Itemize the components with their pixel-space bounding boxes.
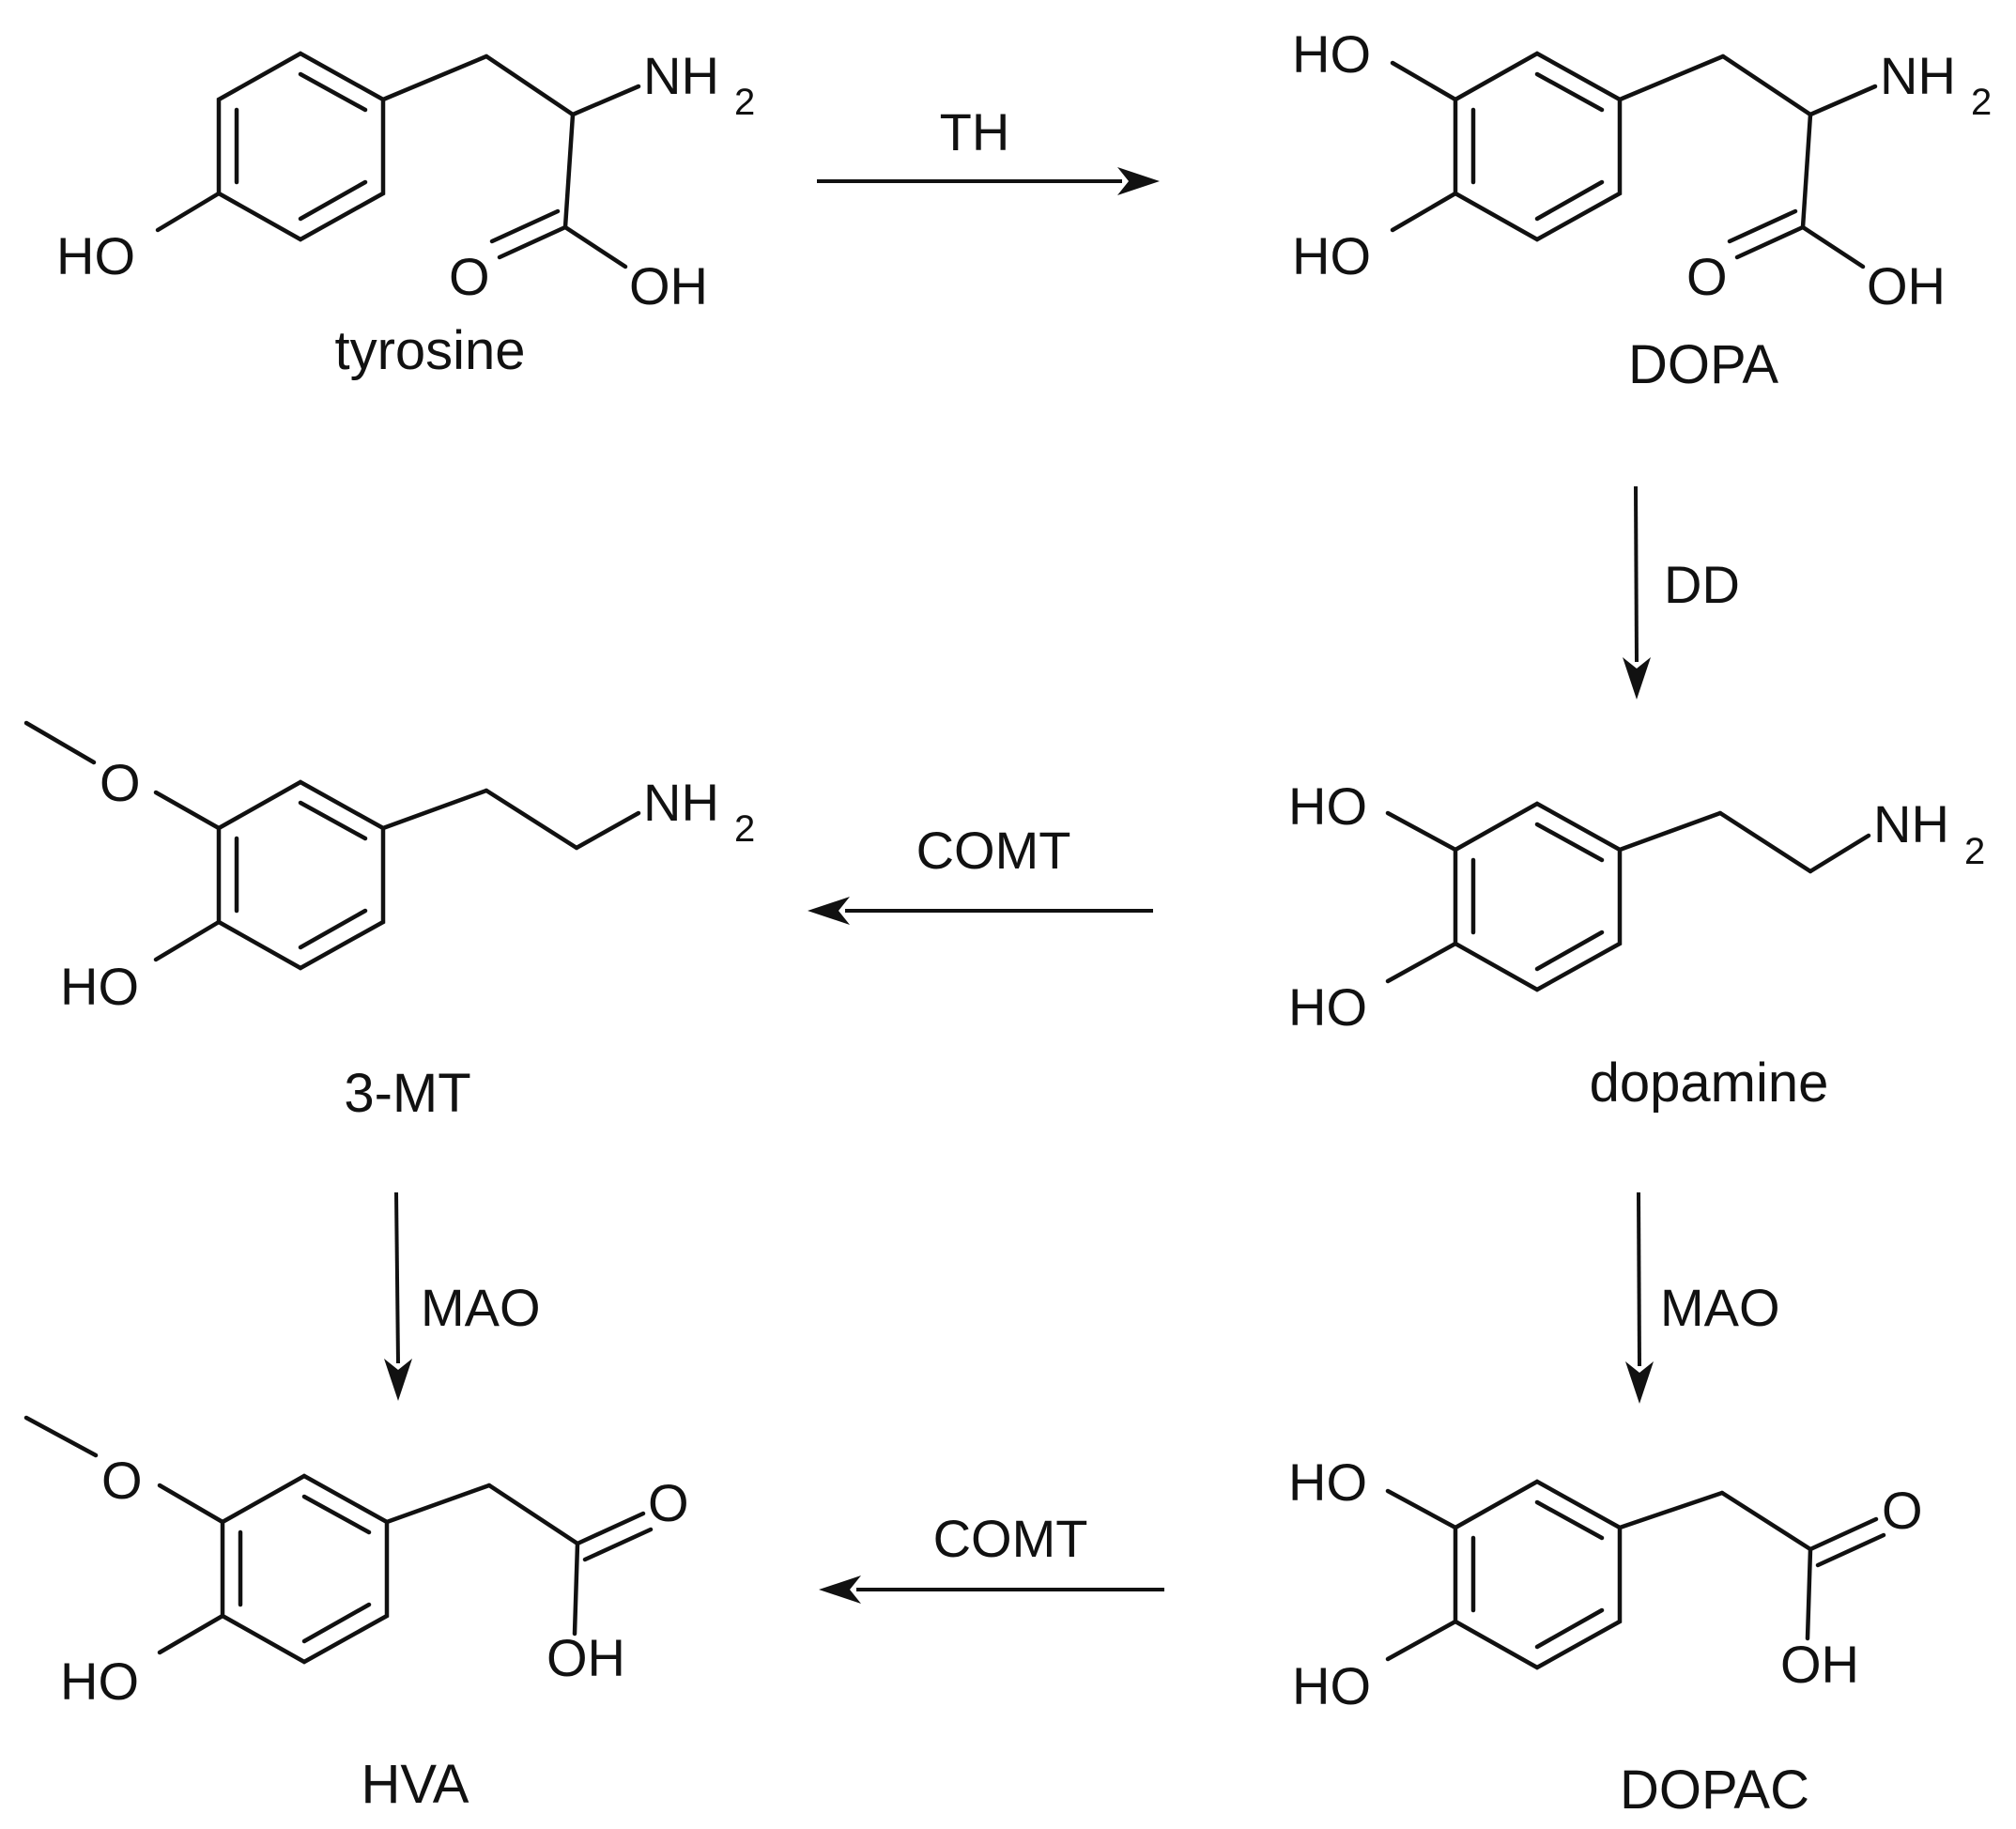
label-methoxy-o: O xyxy=(101,1451,143,1510)
enzyme-label-mao-right: MAO xyxy=(1660,1278,1780,1337)
label-ho: HO xyxy=(60,1652,139,1711)
label-methoxy-o: O xyxy=(100,753,141,812)
label-oh: OH xyxy=(1867,256,1946,315)
label-carbonyl-o: O xyxy=(1686,247,1728,306)
label-carbonyl-o: O xyxy=(449,247,490,306)
enzyme-label-mao-left: MAO xyxy=(421,1278,541,1337)
label-ho-bottom: HO xyxy=(1288,977,1367,1037)
compound-dopamine: HO HO NH 2 dopamine xyxy=(1288,776,1985,1114)
enzyme-label-comt-lower: COMT xyxy=(933,1509,1088,1568)
label-nh2-subscript: 2 xyxy=(734,82,755,123)
compound-name-dopamine: dopamine xyxy=(1590,1053,1829,1114)
compound-tyrosine: HO NH 2 O OH tyrosine xyxy=(56,46,755,381)
reaction-arrow-mao-3mt-hva: MAO xyxy=(384,1191,541,1401)
structure-dopamine xyxy=(1385,801,1871,992)
label-nh2-subscript: 2 xyxy=(1971,82,1992,123)
reaction-arrow-comt-dopac-hva: COMT xyxy=(819,1509,1164,1604)
label-carbonyl-o: O xyxy=(648,1473,689,1532)
label-nh2: NH xyxy=(1880,46,1956,105)
label-ho-top: HO xyxy=(1288,1452,1367,1512)
label-ho-bottom: HO xyxy=(1292,1656,1371,1715)
compound-name-3-mt: 3-MT xyxy=(344,1063,470,1124)
structure-dopac xyxy=(1385,1479,1886,1670)
compound-name-dopac: DOPAC xyxy=(1620,1760,1809,1821)
reaction-arrow-mao-dopamine-dopac: MAO xyxy=(1625,1191,1780,1404)
label-nh2-subscript: 2 xyxy=(734,808,755,850)
label-carbonyl-o: O xyxy=(1882,1481,1923,1540)
label-oh: OH xyxy=(546,1628,625,1687)
reaction-arrow-th: TH xyxy=(817,102,1160,195)
compound-name-dopa: DOPA xyxy=(1628,334,1778,395)
structure-tyrosine xyxy=(155,51,641,269)
compound-3-mt: O HO NH 2 3-MT xyxy=(23,720,755,1124)
label-oh: OH xyxy=(1780,1635,1859,1694)
structure-dopa xyxy=(1390,51,1878,269)
structure-hva xyxy=(23,1415,654,1665)
enzyme-label-dd: DD xyxy=(1664,555,1740,614)
reaction-arrow-dd: DD xyxy=(1623,485,1740,699)
label-nh2: NH xyxy=(1873,794,1949,853)
label-oh: OH xyxy=(629,256,708,315)
label-ho-top: HO xyxy=(1292,24,1371,84)
compound-dopac: HO HO O OH DOPAC xyxy=(1288,1452,1923,1821)
label-nh2-subscript: 2 xyxy=(1964,831,1985,872)
compound-hva: O HO O OH HVA xyxy=(23,1415,689,1815)
enzyme-label-th: TH xyxy=(940,102,1010,161)
label-ho: HO xyxy=(56,226,135,285)
reaction-arrow-comt-dopamine-3mt: COMT xyxy=(808,821,1153,925)
label-ho: HO xyxy=(60,957,139,1016)
enzyme-label-comt-upper: COMT xyxy=(916,821,1071,880)
compound-name-tyrosine: tyrosine xyxy=(334,320,525,381)
label-ho-bottom: HO xyxy=(1292,226,1371,285)
label-nh2: NH xyxy=(643,46,719,105)
compound-dopa: HO HO NH 2 O OH DOPA xyxy=(1292,24,1992,395)
structure-3-mt xyxy=(23,720,641,971)
compound-name-hva: HVA xyxy=(362,1754,469,1815)
label-ho-top: HO xyxy=(1288,776,1367,836)
label-nh2: NH xyxy=(643,773,719,832)
